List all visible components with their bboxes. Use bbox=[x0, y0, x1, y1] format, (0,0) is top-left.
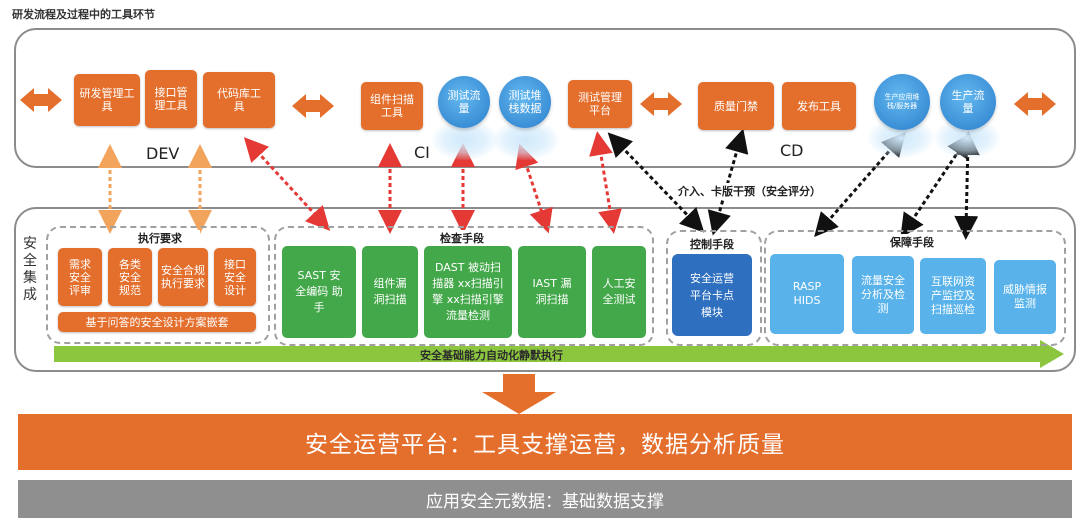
security-ops-platform-bar: 安全运营平台：工具支撑运营，数据分析质量 bbox=[18, 414, 1072, 470]
control-methods-group bbox=[666, 230, 762, 346]
sast-box: SAST 安全编码 助手 bbox=[282, 246, 356, 338]
manual-security-test-box: 人工安全测试 bbox=[592, 246, 646, 338]
asset-monitor-box: 互联网资产监控及扫描巡检 bbox=[920, 258, 986, 334]
control-methods-title: 控制手段 bbox=[680, 236, 744, 252]
traffic-analysis-box: 流量安全分析及检测 bbox=[852, 256, 914, 334]
test-stack-circle: 测试堆栈数据 bbox=[499, 76, 551, 128]
exec-requirements-group bbox=[46, 226, 270, 344]
protect-methods-title: 保障手段 bbox=[880, 234, 944, 250]
check-methods-group bbox=[274, 226, 654, 346]
rd-mgmt-tool: 研发管理工具 bbox=[74, 74, 140, 126]
intervene-label: 介入、卡版干预（安全评分） bbox=[676, 183, 823, 199]
auto-exec-label: 安全基础能力自动化静默执行 bbox=[420, 349, 563, 362]
protect-methods-group bbox=[764, 230, 1066, 346]
component-vuln-scan-box: 组件漏洞扫描 bbox=[362, 246, 418, 338]
security-integration-label: 安全集成 bbox=[23, 236, 37, 303]
quality-gate: 质量门禁 bbox=[698, 82, 774, 130]
ops-platform-gate-module: 安全运营平台卡点模块 bbox=[672, 254, 752, 336]
test-platform-tool: 测试管理平台 bbox=[568, 80, 632, 128]
app-security-metadata-bar: 应用安全元数据：基础数据支撑 bbox=[18, 480, 1072, 518]
compliance-requirements: 安全合规执行要求 bbox=[158, 248, 208, 306]
test-flow-circle: 测试流量 bbox=[438, 76, 490, 128]
flow-arrow-test-gate bbox=[640, 92, 682, 116]
rasp-hids-box: RASP HIDS bbox=[770, 254, 844, 334]
component-scan-tool: 组件扫描工具 bbox=[361, 82, 423, 130]
req-security-review: 需求安全评审 bbox=[58, 248, 102, 306]
security-standards: 各类安全规范 bbox=[108, 248, 152, 306]
prod-app-stack-circle: 生产应用堆栈/服务器 bbox=[874, 74, 930, 130]
down-arrow bbox=[482, 374, 556, 414]
api-mgmt-tool: 接口管理工具 bbox=[145, 70, 197, 128]
diagram-title: 研发流程及过程中的工具环节 bbox=[12, 8, 155, 21]
check-methods-title: 检查手段 bbox=[430, 230, 494, 246]
exec-requirements-title: 执行要求 bbox=[120, 230, 200, 246]
iast-box: IAST 漏洞扫描 bbox=[518, 246, 586, 338]
code-repo-tool: 代码库工具 bbox=[203, 72, 275, 128]
dast-box: DAST 被动扫描器 xx扫描引擎 xx扫描引擎 流量检测 bbox=[424, 246, 512, 338]
prod-flow-circle: 生产流量 bbox=[940, 74, 996, 130]
auto-exec-arrow bbox=[54, 340, 1064, 368]
dev-label: DEV bbox=[146, 144, 180, 163]
flow-arrow-right bbox=[1014, 92, 1056, 116]
api-security-design: 接口安全设计 bbox=[214, 248, 256, 306]
release-tool: 发布工具 bbox=[782, 82, 856, 130]
qa-design-nesting: 基于问答的安全设计方案嵌套 bbox=[58, 312, 256, 332]
cd-label: CD bbox=[780, 141, 804, 160]
ci-label: CI bbox=[414, 143, 430, 162]
threat-intel-box: 威胁情报监测 bbox=[994, 260, 1056, 334]
flow-arrow-left bbox=[20, 88, 62, 112]
flow-arrow-mid bbox=[292, 94, 334, 118]
